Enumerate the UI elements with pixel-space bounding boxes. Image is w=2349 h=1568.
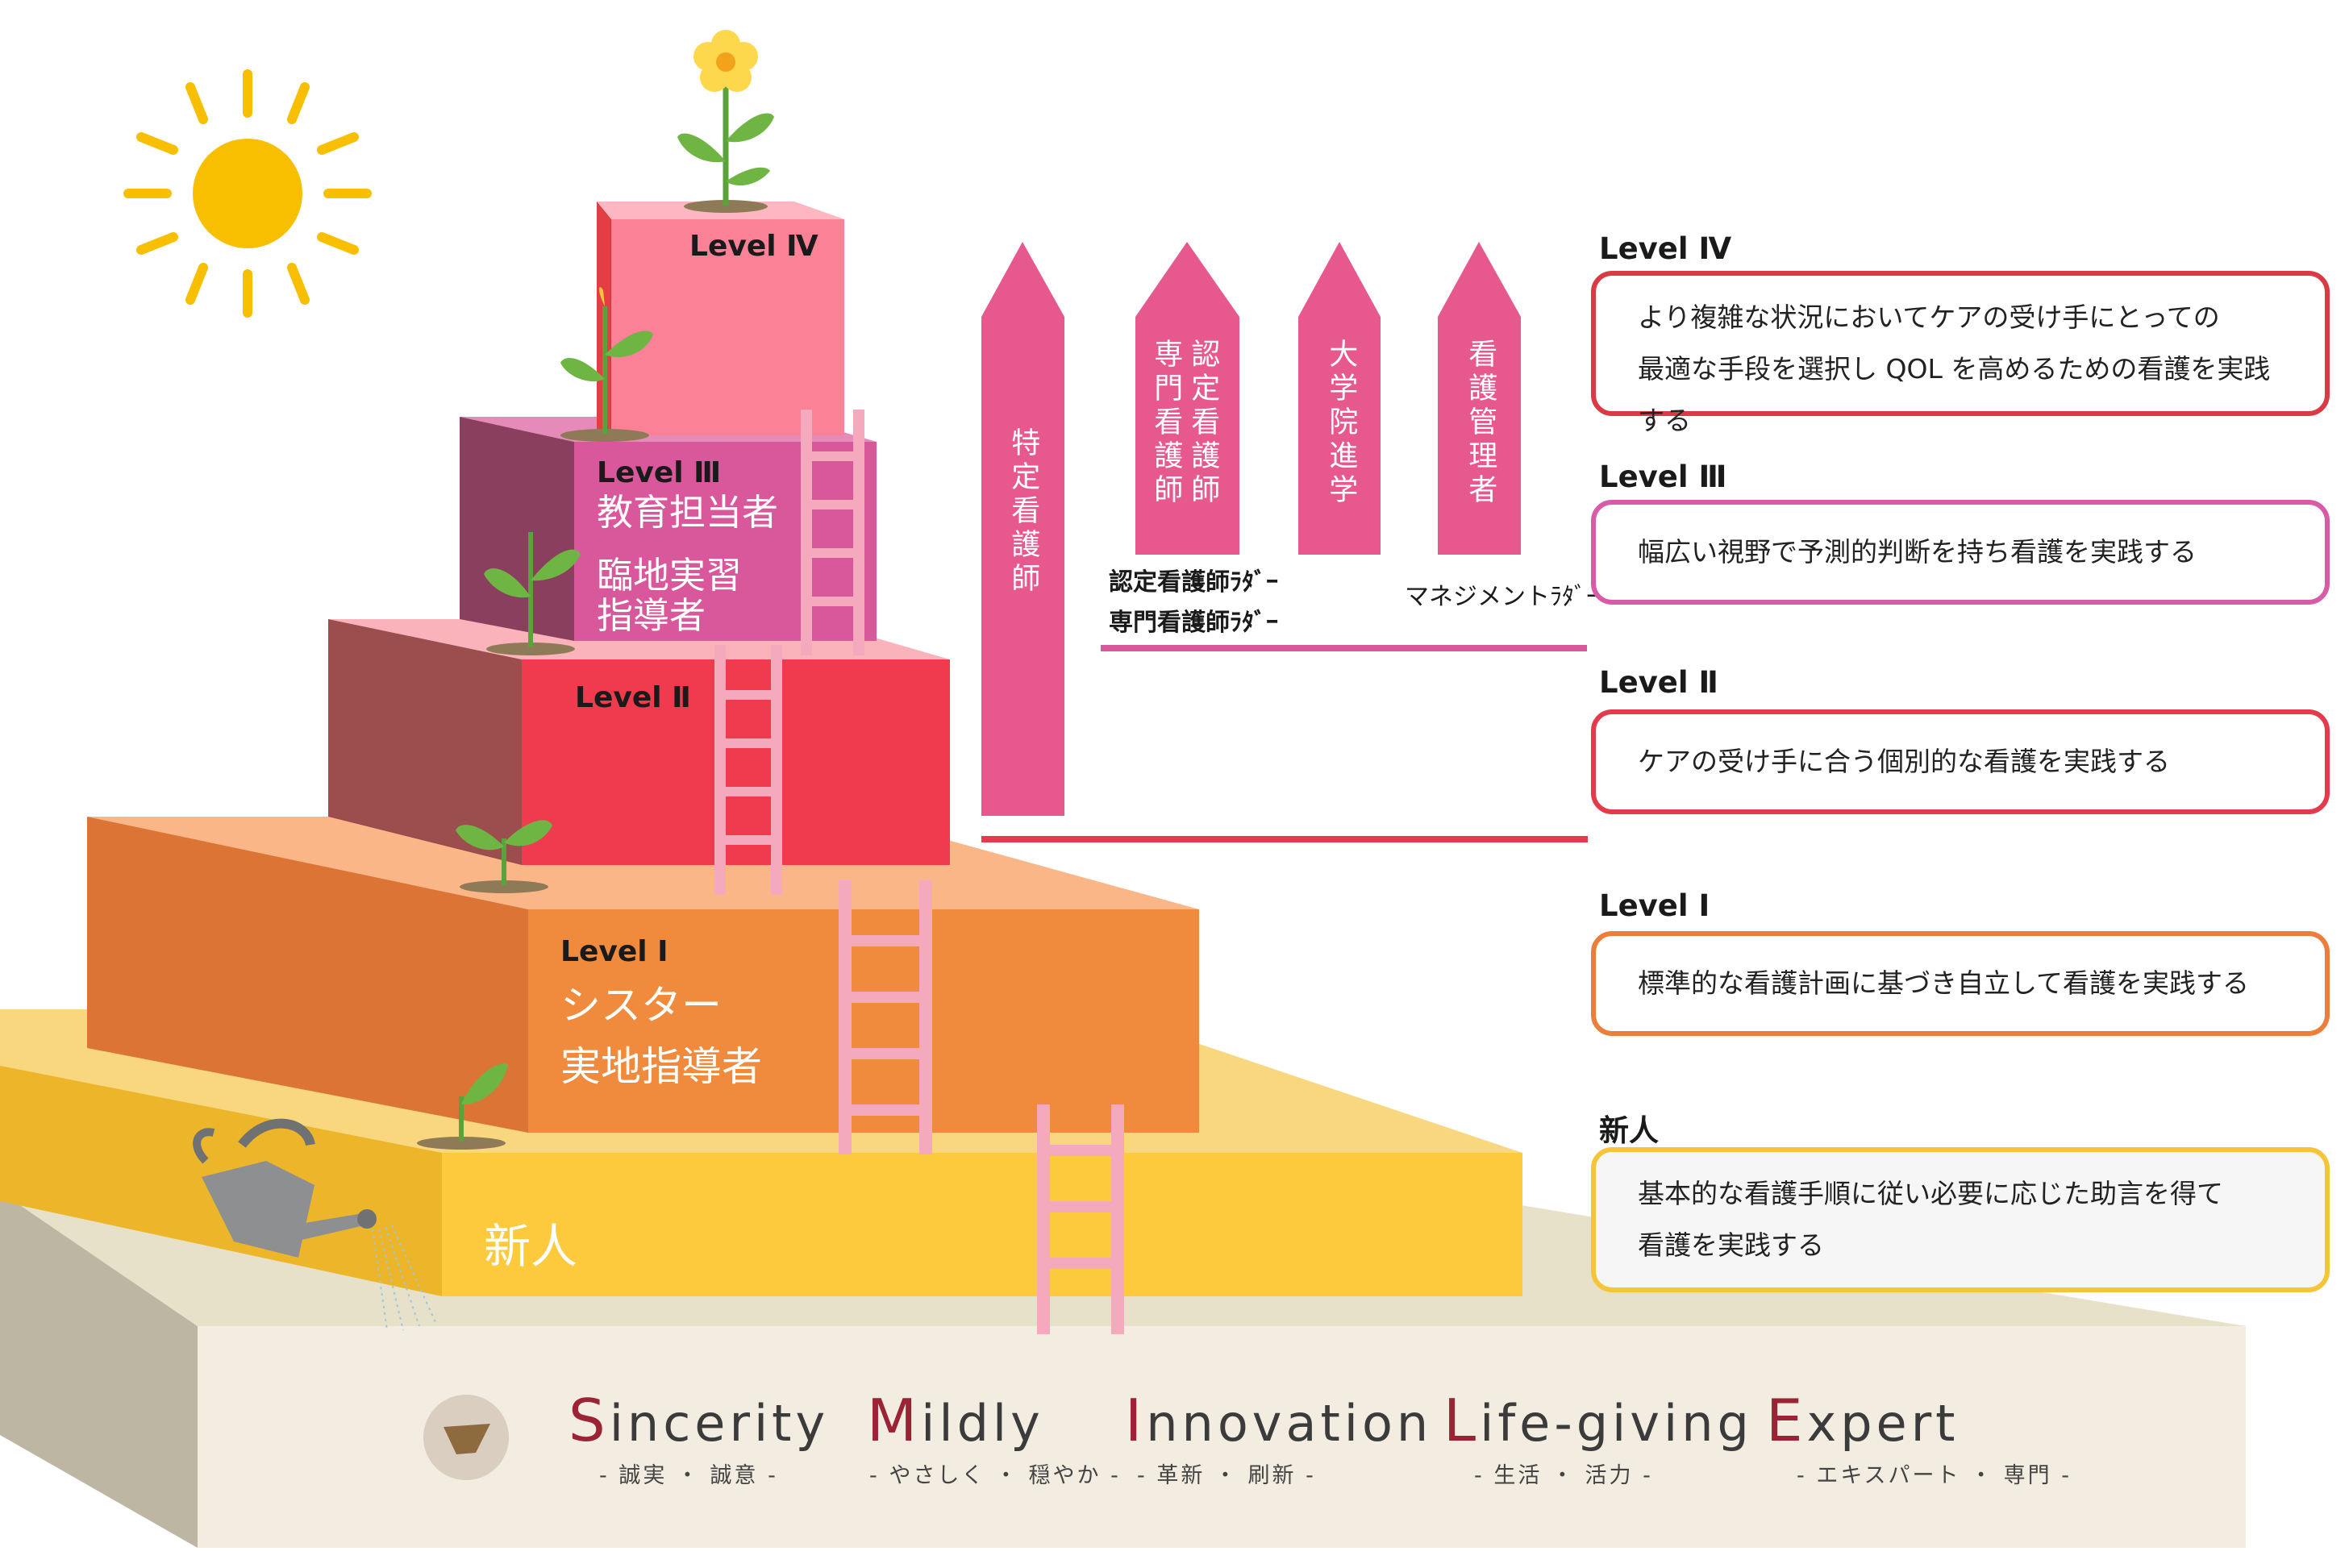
ladder-level1 <box>839 880 932 1154</box>
level4-desc-line2: 最適な手段を選択し QOL を高めるための看護を実践する <box>1638 353 2271 436</box>
value-mildly-sub: - やさしく ・ 穏やか - <box>869 1463 1121 1488</box>
value-sincerity-initial: S <box>569 1387 610 1454</box>
value-innovation: Innovation - 革新 ・ 刷新 - <box>1125 1387 1433 1488</box>
value-sincerity-sub: - 誠実 ・ 誠意 - <box>599 1463 778 1488</box>
ladder-level2 <box>714 645 782 895</box>
level1-card: 標準的な看護計画に基づき自立して看護を実践する <box>1591 931 2330 1036</box>
ladder-label-management: マネジメントﾗﾀﾞｰ <box>1405 583 1598 611</box>
pyramid-level1-label: Level Ⅰ <box>560 935 668 968</box>
value-expert-rest: xpert <box>1806 1394 1960 1453</box>
base-slab-shadow <box>0 1192 198 1548</box>
level4-heading: Level Ⅳ <box>1599 231 1732 266</box>
level3-card: 幅広い視野で予測的判断を持ち看護を実践する <box>1591 500 2330 605</box>
sprout-newcomer-icon <box>417 1063 508 1150</box>
arrow-senmon-nintei <box>1135 242 1239 555</box>
value-mildly-initial: M <box>867 1387 922 1454</box>
sun-icon <box>123 69 372 318</box>
level1-heading: Level Ⅰ <box>1599 888 1710 923</box>
level3-role-2: 臨地実習 <box>597 554 743 597</box>
value-sincerity-rest: incerity <box>609 1394 830 1453</box>
level1-tier-front <box>528 909 1199 1133</box>
level1-tier-side <box>87 817 528 1133</box>
pyramid-level3-label: Level Ⅲ <box>597 456 722 489</box>
ladder-newcomer <box>1037 1104 1124 1334</box>
arrow-text-nintei: 認定看護師 <box>1186 339 1220 508</box>
newcomer-tier-front <box>442 1153 1522 1296</box>
value-innovation-sub: - 革新 ・ 刷新 - <box>1137 1463 1316 1488</box>
value-expert-initial: E <box>1766 1387 1807 1454</box>
sprout-level3-icon <box>560 287 653 442</box>
value-lifegiving-sub: - 生活 ・ 活力 - <box>1474 1463 1653 1488</box>
newcomer-card: 基本的な看護手順に従い必要に応じた助言を得て 看護を実践する <box>1591 1147 2330 1292</box>
level3-tier-side <box>460 417 574 641</box>
level1-role-2: 実地指導者 <box>560 1043 762 1090</box>
ladder-label-senmon: 専門看護師ﾗﾀﾞｰ <box>1109 609 1278 637</box>
level4-card: より複雑な状況においてケアの受け手にとっての 最適な手段を選択し QOL を高め… <box>1591 271 2330 436</box>
level3-tier-front <box>574 442 877 641</box>
value-mildly: Mildly - やさしく ・ 穏やか - <box>867 1387 1118 1488</box>
value-lifegiving: Life-giving - 生活 ・ 活力 - <box>1443 1387 1753 1488</box>
value-innovation-initial: I <box>1125 1387 1147 1454</box>
value-lifegiving-initial: L <box>1443 1387 1481 1454</box>
ladder-level3 <box>801 410 864 655</box>
base-slab-front <box>198 1326 2246 1548</box>
value-mildly-rest: ildly <box>921 1394 1044 1453</box>
ladder-divider-line <box>1101 645 1587 651</box>
newcomer-heading: 新人 <box>1599 1113 1659 1148</box>
level2-card: ケアの受け手に合う個別的な看護を実践する <box>1591 709 2330 814</box>
arrow-text-tokutei: 特定看護師 <box>1006 427 1040 597</box>
level3-role-3: 指導者 <box>597 594 706 637</box>
arrow-text-kanri: 看護管理者 <box>1464 339 1497 508</box>
arrow-tokutei <box>981 242 1064 816</box>
watering-can-icon <box>193 1118 436 1331</box>
pyramid-level2-label: Level Ⅱ <box>575 681 691 714</box>
value-expert-sub: - エキスパート ・ 専門 - <box>1797 1463 2072 1488</box>
level2-heading: Level Ⅱ <box>1599 665 1718 700</box>
soil-mound-icon <box>444 1424 490 1454</box>
arrow-text-senmon: 専門看護師 <box>1149 339 1183 508</box>
sprout-level2-icon <box>484 532 581 655</box>
ladder-label-nintei: 認定看護師ﾗﾀﾞｰ <box>1109 568 1278 597</box>
flower-icon <box>677 30 774 213</box>
pyramid-level4-label: Level Ⅳ <box>689 230 818 263</box>
value-lifegiving-rest: ife-giving <box>1480 1394 1753 1453</box>
level2-desc-line1: ケアの受け手に合う個別的な看護を実践する <box>1638 746 2170 777</box>
newcomer-desc-line2: 看護を実践する <box>1638 1229 1824 1261</box>
level3-desc-line1: 幅広い視野で予測的判断を持ち看護を実践する <box>1638 536 2197 568</box>
level4-desc-line1: より複雑な状況においてケアの受け手にとっての <box>1638 302 2220 333</box>
arrow-text-daigakuin: 大学院進学 <box>1324 339 1358 508</box>
arrow-kanri <box>1438 242 1521 555</box>
level1-role-1: シスター <box>560 982 722 1029</box>
pyramid-newcomer-label: 新人 <box>484 1219 578 1274</box>
newcomer-desc-line1: 基本的な看護手順に従い必要に応じた助言を得て <box>1638 1178 2223 1209</box>
value-sincerity: Sincerity - 誠実 ・ 誠意 - <box>569 1387 830 1488</box>
arrow-daigakuin <box>1298 242 1381 555</box>
value-innovation-rest: nnovation <box>1146 1394 1433 1453</box>
level-divider-line <box>981 836 1588 842</box>
level3-heading: Level Ⅲ <box>1599 460 1727 494</box>
value-expert: Expert - エキスパート ・ 専門 - <box>1766 1387 2069 1488</box>
level4-tier-front <box>611 219 844 435</box>
level3-role-1: 教育担当者 <box>597 491 779 534</box>
sprout-level1-icon <box>456 820 552 893</box>
level1-desc-line1: 標準的な看護計画に基づき自立して看護を実践する <box>1638 967 2250 999</box>
level2-tier-side <box>328 619 522 865</box>
